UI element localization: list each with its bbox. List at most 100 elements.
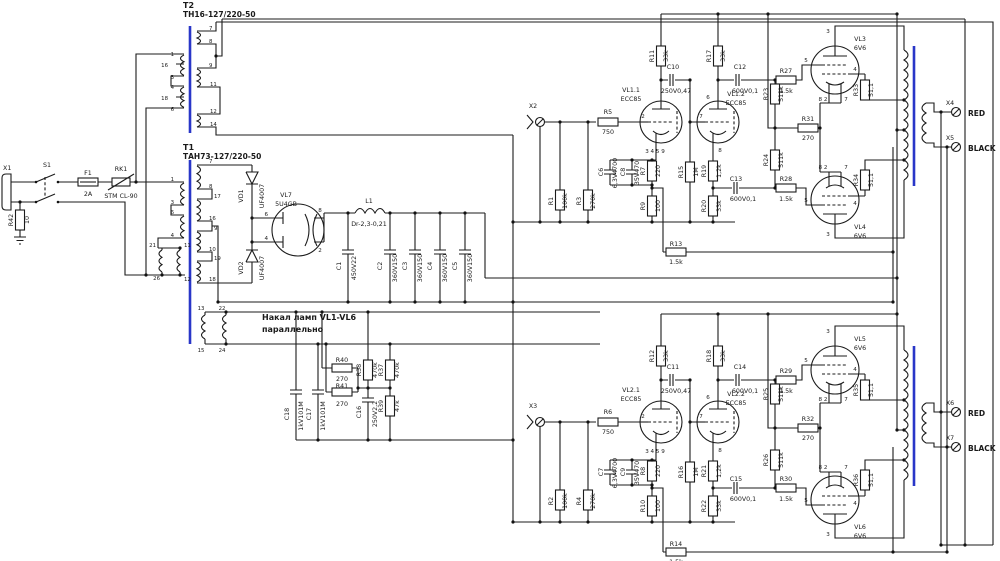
resistor-val: 100k [562,193,569,209]
c5-val: 360V150 [467,254,474,282]
cap-ref: C9 [620,468,627,476]
resistor-val: 33k [663,50,670,62]
r39-val: 47k [394,400,401,412]
resistor-val: 511k [778,152,785,168]
tube-pin: 7 [844,97,848,103]
power-section: X1 R42 10 S1 F1 2A RK1 STM CL-90 T2 ТН16… [1,1,513,442]
resistor-val: 51,1 [868,83,875,97]
resistor-val: 1,2k [716,464,723,478]
tube-pin: 6 [706,395,710,401]
x1-label: X1 [3,165,11,172]
cap-ref: C10 [667,64,679,71]
c2-ref: C2 [377,262,384,270]
t2-term: 12 [210,109,217,115]
tube-ref: VL2.1 [622,387,640,394]
c3-val: 360V150 [417,254,424,282]
resistor-val: 100 [655,200,662,212]
resistor-val: 100k [562,493,569,509]
resistor-val: 270k [590,493,597,509]
c1-ref: C1 [336,262,343,270]
resistor-val: 511k [778,452,785,468]
resistor-val: 33k [663,350,670,362]
tube-pin: 8 2 [819,165,828,171]
cap-val: 250V0,47 [661,388,691,395]
resistor-val: 511k [778,386,785,402]
tube-pin: 8 [718,448,722,454]
resistor-val: 51,1 [868,473,875,487]
tube-pin: 3 4 5 9 [645,149,665,155]
resistor-val: 1.5k [669,259,683,266]
resistor-val: 1.5k [779,388,793,395]
t2-ref: T2 [183,1,194,10]
resistor-ref: R28 [780,176,792,183]
vl7-pin: 2 [318,248,322,254]
tube-pin: 4 [853,201,857,207]
tube-pin: 7 [699,114,703,120]
resistor-ref: R29 [780,368,792,375]
t1-term: 22 [219,306,226,312]
global-wiring [205,12,994,554]
tube-type: ECC85 [621,396,642,403]
vd1-val: UF4007 [259,184,266,208]
tube-pin: 4 [853,367,857,373]
tube-pin: 7 [844,165,848,171]
resistor-ref: R20 [701,200,708,212]
resistor-val: 270 [802,435,814,442]
cap-val: 6,3V4700 [612,458,619,488]
r42-val: 10 [24,216,31,224]
resistor-ref: R7 [640,167,647,175]
tube-pin: 8 [718,148,722,154]
resistor-val: 33k [720,50,727,62]
tube-ref: VL1.2 [727,91,745,98]
output-terminal-label: X4 [946,100,954,107]
resistor-ref: R5 [604,109,612,116]
tube-ref: VL5 [854,336,866,343]
tube-pin: 5 [804,358,808,364]
r37-val: 470k [394,362,401,378]
t1-term: 15 [198,348,205,354]
cap-val: 600V0,1 [730,196,756,203]
resistor-ref: R14 [670,541,682,548]
cap-ref: C13 [730,176,742,183]
vd2-val: UF4007 [259,256,266,280]
t1-term: 26 [153,276,160,282]
t2-term: 7 [209,26,212,32]
resistor-ref: R10 [640,500,647,512]
tube-ref: VL4 [854,224,866,231]
s1-label: S1 [43,162,51,169]
output-terminal-label: X7 [946,435,954,442]
c17-val: 1kV101M [320,401,327,430]
resistor-val: 1.5k [779,88,793,95]
resistor-val: 270k [590,193,597,209]
rk1-ref: RK1 [115,166,128,173]
resistor-ref: R32 [802,416,814,423]
tube-pin: 2 [641,114,645,120]
rectifier-tube-icon [271,203,325,257]
resistor-val: 270 [802,135,814,142]
tube-type: 6V6 [854,345,866,352]
c4-ref: C4 [427,262,434,270]
vl7-pin: 4 [264,236,268,242]
cap-ref: C8 [620,168,627,176]
tube-type: ECC85 [726,100,747,107]
tube-type: ECC85 [726,400,747,407]
r38-val: 470k [372,362,379,378]
tube-pin: 7 [844,465,848,471]
l1-ref: L1 [365,198,373,205]
resistor-ref: R33 [853,84,860,96]
c17-ref: C17 [306,408,313,420]
tube-type: 6V6 [854,233,866,240]
resistor-ref: R27 [780,68,792,75]
tube-pin: 3 [826,29,830,35]
c16-val: 250V2,2 [372,401,379,427]
resistor-val: 1.5k [779,196,793,203]
resistor-ref: R23 [763,88,770,100]
channel-1: X2 R1 100k R3 270k R5 750 C6 6,3V4700 C8… [511,12,997,266]
tube-ref: VL2.2 [727,391,745,398]
heater-note-line1: Накал ламп VL1-VL6 [262,313,357,322]
t1-term: 6 [171,210,175,216]
resistor-val: 220 [655,165,662,177]
cap-ref: C11 [667,364,679,371]
c18-val: 1kV101M [298,401,305,430]
tube-pin: 3 [826,232,830,238]
